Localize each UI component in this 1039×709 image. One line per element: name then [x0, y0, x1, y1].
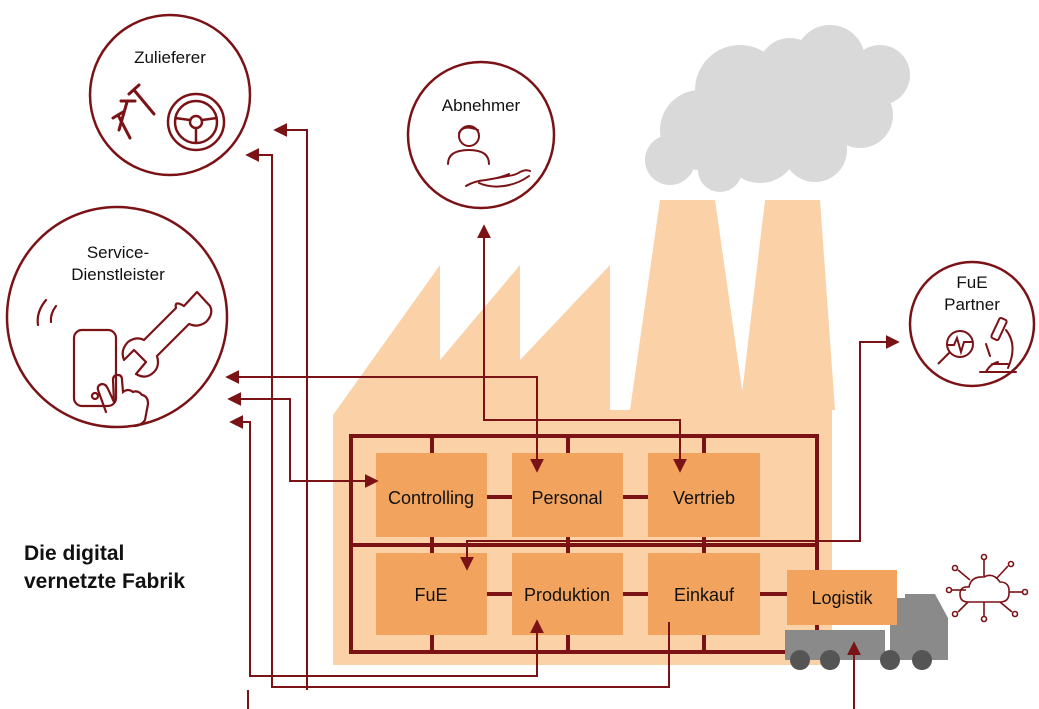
node-zulieferer-label: Zulieferer	[134, 48, 206, 67]
dept-logistik-box	[787, 570, 897, 625]
arrow-service-produktion	[229, 415, 544, 677]
cloud-network-icon	[945, 553, 1029, 623]
arrow-zulieferer-produktion	[273, 123, 308, 690]
node-fue-partner: FuE Partner	[908, 260, 1036, 388]
node-fue-partner-label-line1: FuE	[956, 273, 987, 292]
nails-icon	[111, 83, 156, 140]
microscope-icon	[979, 316, 1017, 373]
dept-logistik-label: Logistik	[811, 588, 873, 608]
connection-arrows	[225, 123, 900, 709]
node-abnehmer-label: Abnehmer	[442, 96, 521, 115]
node-fue-partner-label-line2: Partner	[944, 295, 1000, 314]
diagram-title-line2: vernetzte Fabrik	[24, 570, 186, 593]
dept-personal-label: Personal	[531, 488, 602, 508]
smoke-cloud	[645, 25, 910, 192]
node-service-label-line1: Service-	[87, 243, 149, 262]
logistics-truck: Logistik	[785, 570, 948, 670]
steering-wheel-icon	[166, 92, 226, 152]
diagram-title-line1: Die digital	[24, 542, 125, 565]
node-service-dienstleister: Service- Dienstleister	[5, 205, 229, 429]
dept-controlling-label: Controlling	[388, 488, 474, 508]
dept-vertrieb-label: Vertrieb	[673, 488, 735, 508]
node-zulieferer: Zulieferer	[88, 13, 252, 177]
magnifier-heartbeat-icon	[937, 330, 974, 365]
dept-einkauf-label: Einkauf	[674, 585, 735, 605]
wrench-icon	[121, 290, 213, 378]
dept-fue-label: FuE	[414, 585, 447, 605]
phone-touch-icon	[36, 298, 150, 428]
arrow-fue-partner	[460, 335, 900, 571]
diagram-title: Die digital vernetzte Fabrik	[24, 540, 254, 596]
node-service-label-line2: Dienstleister	[71, 265, 165, 284]
arrow-zulieferer-einkauf	[245, 148, 670, 688]
person-hand-icon	[447, 125, 531, 188]
node-abnehmer: Abnehmer	[406, 60, 556, 210]
dept-produktion-label: Produktion	[524, 585, 610, 605]
